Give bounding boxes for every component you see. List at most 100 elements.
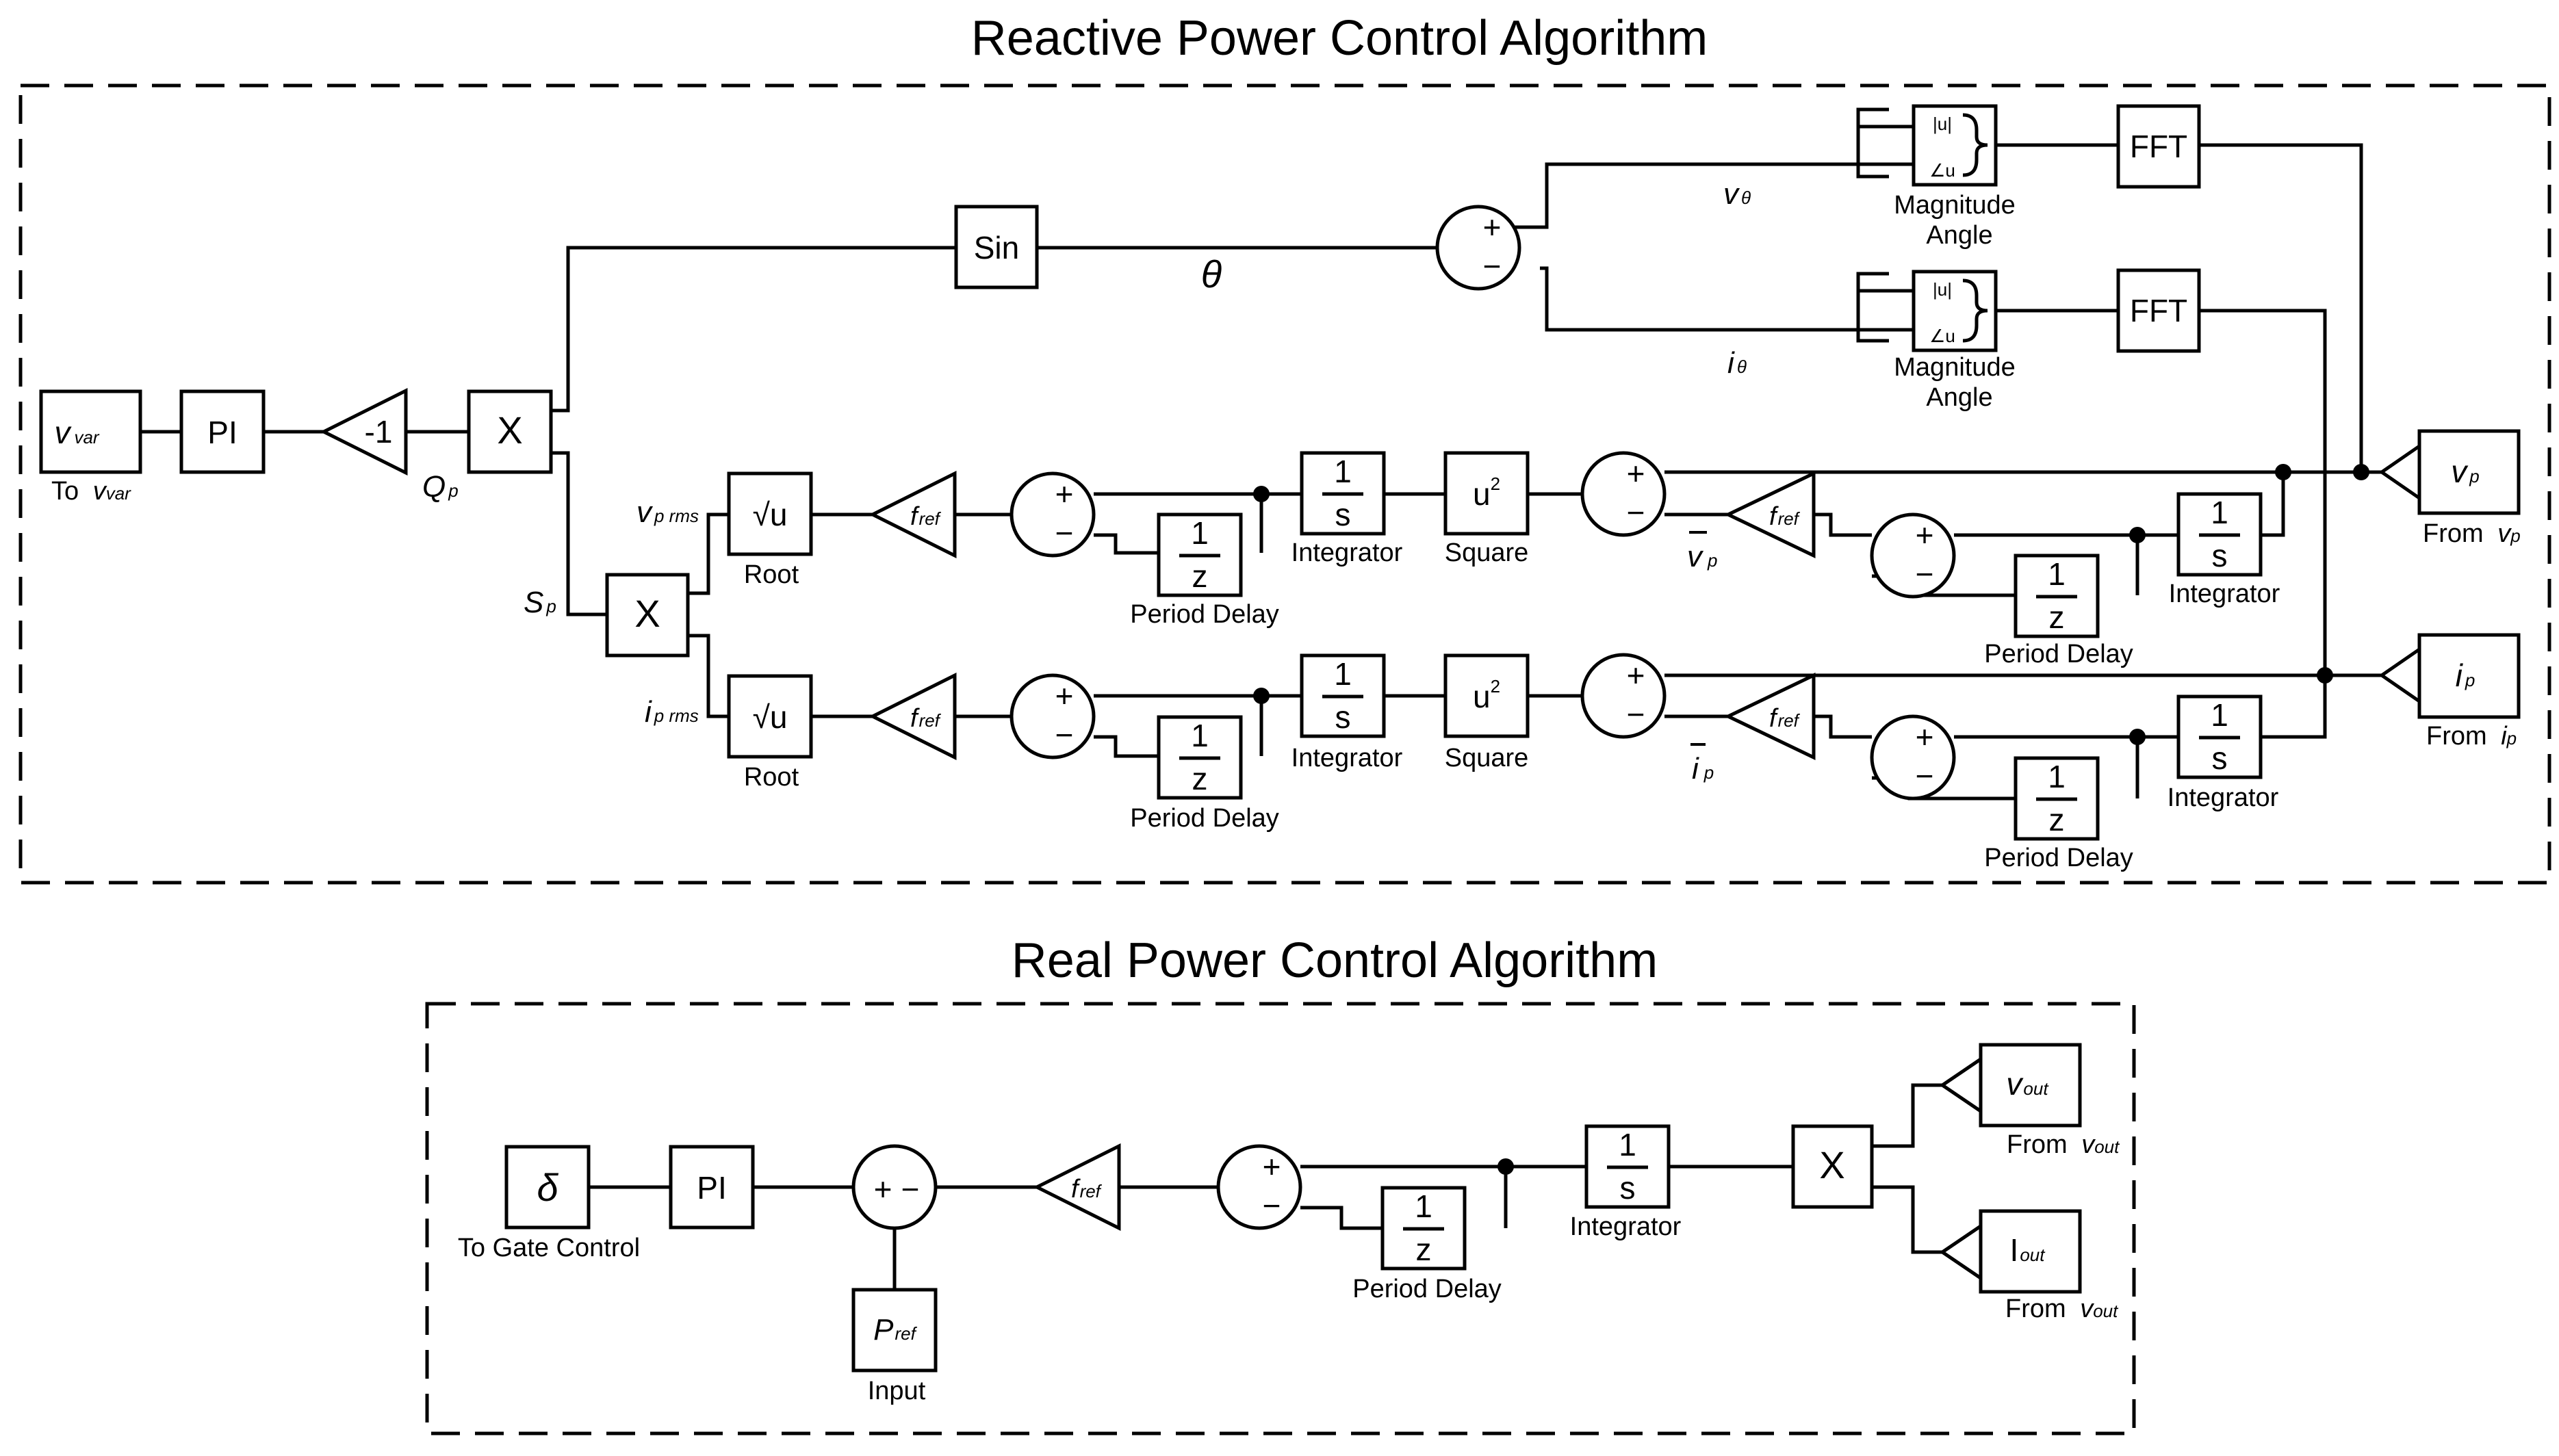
svg-text:Iout: Iout (2010, 1232, 2046, 1268)
svg-text:vp: vp (2451, 454, 2479, 489)
from-vp-label: From vp (2423, 519, 2521, 548)
svg-text:ip: ip (1692, 752, 1714, 785)
svg-text:1: 1 (2211, 697, 2228, 733)
fref-gain-bottom-2: fref (1724, 673, 1816, 760)
real-title: Real Power Control Algorithm (1012, 933, 1658, 988)
iout-input-block: Iout (1979, 1209, 2082, 1294)
root-label-top: Root (744, 560, 799, 589)
svg-text:fref: fref (910, 502, 942, 531)
svg-text:PI: PI (697, 1170, 726, 1206)
svg-text:z: z (2049, 802, 2065, 837)
period-delay-top-2: 1 z (2014, 554, 2100, 638)
svg-text:−: − (1483, 248, 1502, 284)
svg-text:−: − (1627, 697, 1645, 732)
to-vvar-label: To vvar (51, 477, 131, 506)
svg-text:s: s (2212, 538, 2228, 573)
period-delay-real: 1 z (1380, 1186, 1467, 1271)
square-bottom-block: u2 (1443, 653, 1530, 738)
integrator-bottom-1: 1 s (1300, 653, 1386, 738)
svg-text:fref: fref (1769, 704, 1801, 733)
svg-text:√u: √u (753, 699, 788, 735)
mag-angle-top-block: |u| ∠u (1856, 104, 1998, 187)
svg-text:−: − (1627, 495, 1645, 530)
svg-text:1: 1 (1191, 718, 1209, 753)
period-delay-label-real: Period Delay (1352, 1275, 1502, 1303)
svg-text:s: s (1335, 497, 1351, 532)
integrator-bottom-2: 1 s (2176, 694, 2263, 779)
multiplier-top-block: X (467, 389, 553, 474)
period-delay-bottom-1: 1 z (1157, 715, 1243, 800)
svg-text:+: + (1627, 658, 1645, 693)
svg-text:−: − (1916, 556, 1934, 592)
svg-text:+: + (1483, 209, 1502, 245)
integrator-top-2: 1 s (2176, 492, 2263, 577)
svg-text:−: − (1055, 717, 1074, 753)
svg-text:+: + (1916, 719, 1934, 755)
svg-text:ip: ip (2456, 658, 2476, 693)
theta-label: θ (1201, 252, 1222, 296)
angle-label-top: Angle (1926, 221, 1992, 250)
sum-theta-block: + − (1435, 205, 1521, 291)
pi-real-block: PI (669, 1145, 755, 1230)
reactive-title: Reactive Power Control Algorithm (971, 11, 1708, 66)
svg-text:vvar: vvar (54, 415, 99, 450)
svg-text:+: + (1055, 678, 1074, 714)
square-label-bottom: Square (1445, 744, 1529, 772)
svg-text:1: 1 (1334, 454, 1352, 489)
root-bottom-block: √u (727, 674, 813, 759)
mag-angle-bottom-block: |u| ∠u (1856, 270, 1998, 352)
svg-text:+: + (1916, 517, 1934, 553)
svg-text:z: z (1192, 558, 1208, 594)
angle-label-bottom: Angle (1926, 383, 1992, 412)
from-ip-label: From ip (2426, 722, 2517, 751)
magnitude-label-bottom: Magnitude (1894, 353, 2015, 382)
sum-top-1: + − (1010, 471, 1096, 558)
to-gate-label: To Gate Control (458, 1234, 640, 1262)
input-label: Input (868, 1377, 926, 1405)
svg-text:u2: u2 (1473, 676, 1500, 714)
real-wires (589, 1057, 1982, 1290)
svg-text:FFT: FFT (2130, 129, 2187, 164)
svg-text:1: 1 (2211, 495, 2228, 530)
fft-bottom-block: FFT (2116, 268, 2201, 353)
svg-text:fref: fref (1071, 1175, 1103, 1204)
sum-real-2: + − (1216, 1144, 1302, 1230)
pi-block: PI (179, 389, 266, 474)
reactive-junctions (1253, 464, 2369, 745)
svg-text:1: 1 (1191, 515, 1209, 551)
svg-text:vout: vout (2006, 1066, 2049, 1102)
svg-text:u2: u2 (1473, 473, 1500, 512)
svg-text:s: s (2212, 740, 2228, 776)
svg-text:|u|: |u| (1933, 114, 1952, 134)
fref-gain-bottom-1: fref (869, 672, 957, 761)
period-delay-top-1: 1 z (1157, 512, 1243, 597)
integrator-label-bottom-1: Integrator (1291, 744, 1403, 772)
svg-text:+: + (1055, 476, 1074, 512)
reactive-wires (140, 143, 2421, 801)
multiplier-sp-block: X (605, 573, 690, 658)
svg-text:FFT: FFT (2130, 293, 2187, 328)
svg-text:-1: -1 (365, 414, 393, 450)
real-frame (425, 1002, 2136, 1435)
sin-block: Sin (954, 205, 1039, 289)
fref-gain-real: fref (1033, 1143, 1121, 1232)
pref-input-block: Pref (851, 1288, 938, 1373)
sum-bottom-2: + − (1580, 653, 1667, 739)
integrator-label-real: Integrator (1570, 1212, 1682, 1241)
period-delay-label-bottom-2: Period Delay (1984, 844, 2133, 872)
integrator-real: 1 s (1584, 1124, 1671, 1209)
svg-text:−: − (1916, 758, 1934, 794)
reactive-frame (18, 83, 2551, 885)
integrator-top-1: 1 s (1300, 451, 1386, 536)
integrator-label-bottom-2: Integrator (2168, 783, 2279, 812)
svg-text:1: 1 (1334, 656, 1352, 692)
sum-top-3: + − (1870, 512, 1956, 599)
